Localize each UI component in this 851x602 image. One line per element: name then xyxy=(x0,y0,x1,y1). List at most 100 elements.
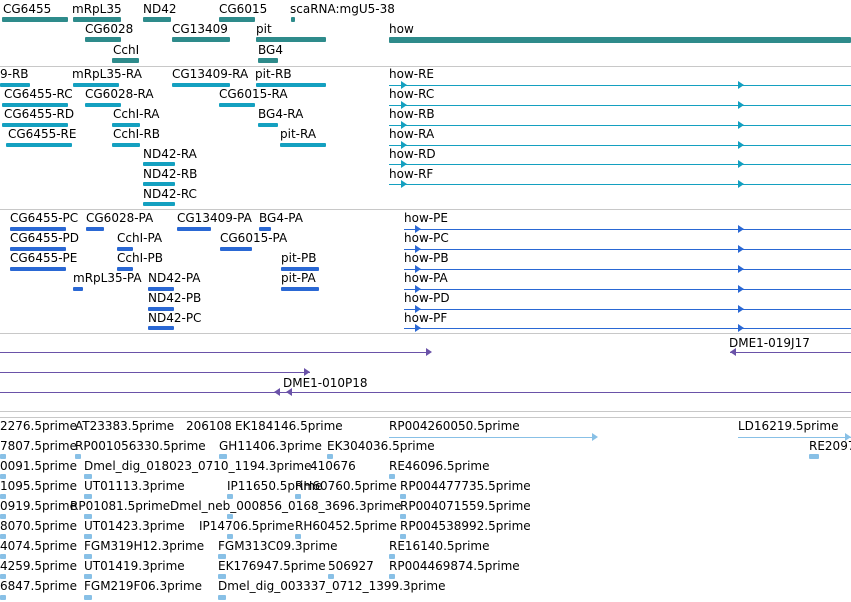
transcript-label[interactable]: CG13409-RA xyxy=(172,67,249,81)
transcript-feature[interactable] xyxy=(86,227,104,231)
est-feature[interactable] xyxy=(84,494,92,499)
est-label[interactable]: EK176947.5prime xyxy=(218,559,326,573)
gene-label[interactable]: CG6015 xyxy=(219,2,268,16)
est-label[interactable]: 0091.5prime xyxy=(0,459,77,473)
gene-feature[interactable] xyxy=(143,17,171,22)
transcript-label[interactable]: CG6455-RC xyxy=(4,87,73,101)
est-label[interactable]: GH11406.3prime xyxy=(219,439,322,453)
est-feature[interactable] xyxy=(84,554,92,559)
transcript-label[interactable]: pit-PB xyxy=(281,251,317,265)
est-feature[interactable] xyxy=(389,474,395,479)
transcript-feature[interactable] xyxy=(256,83,326,87)
gene-label[interactable]: ND42 xyxy=(143,2,177,16)
transcript-feature[interactable] xyxy=(280,143,326,147)
transcript-feature[interactable] xyxy=(85,103,121,107)
transcript-feature[interactable] xyxy=(2,103,68,107)
gene-feature[interactable] xyxy=(73,17,121,22)
transcript-label[interactable]: how-RB xyxy=(389,107,435,121)
est-label[interactable]: 4074.5prime xyxy=(0,539,77,553)
transcript-feature[interactable] xyxy=(219,103,255,107)
gene-label[interactable]: scaRNA:mgU5-38 xyxy=(290,2,395,16)
transcript-label[interactable]: CG6015-PA xyxy=(220,231,288,245)
est-feature[interactable] xyxy=(218,574,226,579)
est-label[interactable]: RP004071559.5prime xyxy=(400,499,531,513)
transcript-label[interactable]: BG4-RA xyxy=(258,107,304,121)
transcript-label[interactable]: ND42-RB xyxy=(143,167,198,181)
est-label[interactable]: FGM313C09.3prime xyxy=(218,539,338,553)
est-feature[interactable] xyxy=(0,514,6,519)
est-label[interactable]: 8070.5prime xyxy=(0,519,77,533)
gene-feature[interactable] xyxy=(256,37,326,42)
transcript-label[interactable]: CchI-RA xyxy=(113,107,160,121)
clone-label[interactable]: DME1-010P18 xyxy=(283,376,368,390)
transcript-label[interactable]: ND42-PC xyxy=(148,311,202,325)
transcript-feature[interactable] xyxy=(148,287,174,291)
transcript-label[interactable]: ND42-PA xyxy=(148,271,201,285)
transcript-label[interactable]: CG6028-PA xyxy=(86,211,154,225)
est-label[interactable]: 1095.5prime xyxy=(0,479,77,493)
est-feature[interactable] xyxy=(389,554,395,559)
est-label[interactable]: LD16219.5prime xyxy=(738,419,839,433)
est-feature[interactable] xyxy=(738,437,851,438)
transcript-feature[interactable] xyxy=(259,227,271,231)
est-feature[interactable] xyxy=(328,574,334,579)
transcript-feature[interactable] xyxy=(148,307,174,311)
transcript-feature[interactable] xyxy=(389,184,851,185)
transcript-feature[interactable] xyxy=(10,267,66,271)
transcript-feature[interactable] xyxy=(404,309,851,310)
est-label[interactable]: 410676 xyxy=(310,459,356,473)
est-feature[interactable] xyxy=(400,514,406,519)
est-feature[interactable] xyxy=(227,494,233,499)
transcript-feature[interactable] xyxy=(143,162,175,166)
est-feature[interactable] xyxy=(0,474,6,479)
transcript-feature[interactable] xyxy=(172,83,230,87)
transcript-feature[interactable] xyxy=(389,145,851,146)
est-label[interactable]: RE46096.5prime xyxy=(389,459,490,473)
transcript-feature[interactable] xyxy=(112,143,140,147)
est-feature[interactable] xyxy=(0,454,6,459)
est-feature[interactable] xyxy=(84,574,92,579)
est-label[interactable]: IP14706.5prime xyxy=(199,519,295,533)
est-label[interactable]: Dmel_dig_018023_0710_1194.3prime xyxy=(84,459,312,473)
transcript-feature[interactable] xyxy=(2,123,68,127)
transcript-feature[interactable] xyxy=(10,227,66,231)
transcript-label[interactable]: BG4-PA xyxy=(259,211,303,225)
gene-feature[interactable] xyxy=(85,37,121,42)
est-feature[interactable] xyxy=(219,454,227,459)
est-label[interactable]: IP11650.5prime xyxy=(227,479,323,493)
transcript-label[interactable]: how-RE xyxy=(389,67,435,81)
transcript-feature[interactable] xyxy=(112,123,140,127)
est-label[interactable]: Dmel_neb_000856_0168_3696.3prime xyxy=(170,499,402,513)
transcript-feature[interactable] xyxy=(177,227,211,231)
transcript-label[interactable]: CG6455-PC xyxy=(10,211,79,225)
gene-label[interactable]: mRpL35 xyxy=(72,2,122,16)
clone-feature[interactable] xyxy=(0,372,310,373)
transcript-label[interactable]: how-PE xyxy=(404,211,448,225)
transcript-feature[interactable] xyxy=(404,249,851,250)
est-label[interactable]: FGM319H12.3prime xyxy=(84,539,205,553)
est-feature[interactable] xyxy=(0,494,6,499)
est-label[interactable]: RP001056330.5prime xyxy=(75,439,206,453)
transcript-label[interactable]: how-RC xyxy=(389,87,435,101)
est-label[interactable]: RE2097 xyxy=(809,439,851,453)
gene-feature[interactable] xyxy=(291,17,295,22)
est-label[interactable]: UT01113.3prime xyxy=(84,479,185,493)
est-label[interactable]: EK304036.5prime xyxy=(327,439,435,453)
est-feature[interactable] xyxy=(0,534,6,539)
est-feature[interactable] xyxy=(75,454,81,459)
est-label[interactable]: 506927 xyxy=(328,559,374,573)
est-feature[interactable] xyxy=(295,534,301,539)
est-label[interactable]: RP004469874.5prime xyxy=(389,559,520,573)
est-label[interactable]: RH60760.5prime xyxy=(295,479,397,493)
transcript-feature[interactable] xyxy=(0,83,30,87)
transcript-label[interactable]: how-PD xyxy=(404,291,450,305)
gene-feature[interactable] xyxy=(2,17,68,22)
transcript-label[interactable]: pit-RA xyxy=(280,127,317,141)
gene-label[interactable]: CG13409 xyxy=(172,22,228,36)
transcript-label[interactable]: CG6028-RA xyxy=(85,87,154,101)
est-label[interactable]: AT23383.5prime xyxy=(75,419,175,433)
est-label[interactable]: RP004477735.5prime xyxy=(400,479,531,493)
est-feature[interactable] xyxy=(389,437,595,438)
gene-feature[interactable] xyxy=(219,17,255,22)
est-label[interactable]: 4259.5prime xyxy=(0,559,77,573)
